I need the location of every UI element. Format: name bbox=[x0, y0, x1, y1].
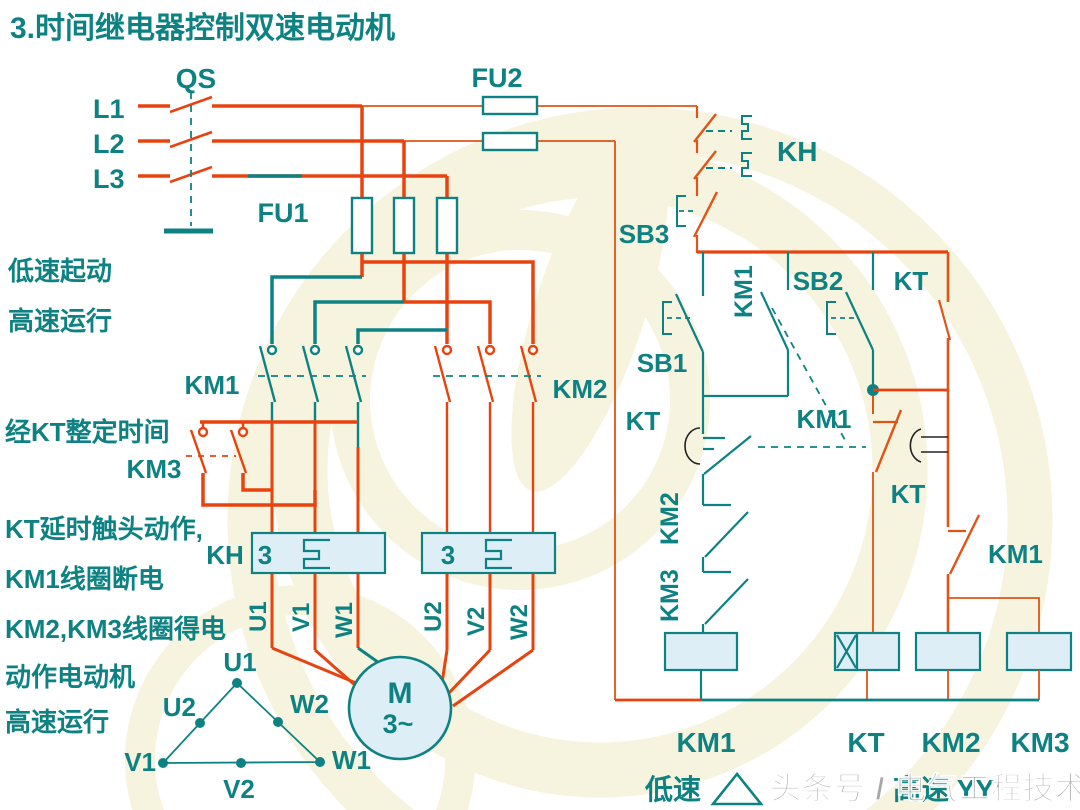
label-km1-aux: KM1 bbox=[730, 265, 758, 318]
labels: 3.时间继电器控制双速电动机 L1 L2 L3 QS FU2 FU1 KM1 K… bbox=[5, 12, 1080, 806]
delta-u2: U2 bbox=[163, 692, 196, 722]
label-l1: L1 bbox=[93, 94, 125, 124]
delta-v1: V1 bbox=[124, 747, 156, 777]
label-l3: L3 bbox=[93, 164, 125, 194]
branch-stubs bbox=[701, 252, 875, 296]
footer: 低速 高速 YY 头条号 / 电气工程技术 bbox=[644, 771, 1080, 807]
label-km1-power: KM1 bbox=[185, 370, 240, 400]
label-kt-branch1: KT bbox=[626, 406, 661, 436]
label-qs: QS bbox=[176, 63, 216, 94]
annotation-line: KM2,KM3线圈得电 bbox=[5, 614, 226, 644]
label-fu2: FU2 bbox=[471, 63, 522, 93]
kh-box2-count: 3 bbox=[441, 540, 455, 570]
page-title: 3.时间继电器控制双速电动机 bbox=[10, 12, 395, 45]
km3-coil bbox=[1005, 631, 1073, 672]
coil-label-km3: KM3 bbox=[1010, 727, 1069, 758]
label-kt-coil-branch: KT bbox=[891, 479, 926, 509]
kh-heater-boxes bbox=[250, 531, 557, 575]
crossover-wires bbox=[270, 260, 535, 344]
supply-line-stubs bbox=[138, 104, 170, 178]
coil-label-km1: KM1 bbox=[676, 727, 735, 758]
label-km2-power: KM2 bbox=[553, 374, 608, 404]
phase-lines bbox=[212, 104, 697, 178]
high-speed-label: 高速 YY bbox=[893, 774, 994, 805]
annotation-column: 低速起动 高速运行 经KT整定时间 KT延时触头动作, KM1线圈断电 KM2,… bbox=[5, 256, 226, 737]
annotation-line: KT延时触头动作, bbox=[5, 514, 203, 544]
km1-coil bbox=[663, 631, 739, 672]
sb2-button bbox=[826, 291, 875, 386]
kt-coil-branch bbox=[872, 396, 903, 633]
delta-w1: W1 bbox=[332, 745, 371, 775]
motor-phases: 3~ bbox=[383, 709, 414, 739]
km3-contacts bbox=[186, 420, 358, 507]
annotation-line: 动作电动机 bbox=[5, 662, 135, 692]
km1-coil-branch bbox=[684, 396, 752, 633]
annotation-line: 经KT整定时间 bbox=[5, 417, 170, 447]
km2-coil bbox=[914, 631, 982, 672]
fu1-fuse-symbols bbox=[350, 196, 459, 255]
kt-rail bbox=[937, 252, 1040, 633]
label-l2: L2 bbox=[93, 129, 125, 159]
watermark: 头条号 / 电气工程技术 bbox=[770, 771, 1080, 806]
qs-switch-symbol bbox=[164, 92, 213, 234]
annotation-line: 高速运行 bbox=[8, 306, 112, 336]
annotation-line: 低速起动 bbox=[7, 256, 112, 286]
background-swirls bbox=[125, 107, 1053, 810]
km1-main-contacts bbox=[258, 344, 366, 447]
motor-letter: M bbox=[388, 677, 413, 710]
label-km1-link: KM1 bbox=[797, 404, 852, 434]
label-km3-interlock: KM3 bbox=[656, 569, 684, 622]
sb1-start-button bbox=[662, 293, 705, 396]
kh-overload-contacts bbox=[693, 113, 752, 196]
coil-label-kt: KT bbox=[847, 727, 884, 758]
coil-label-km2: KM2 bbox=[921, 727, 980, 758]
kh-box1-count: 3 bbox=[258, 540, 272, 570]
label-kt-hold: KT bbox=[894, 266, 929, 296]
label-km1-interlock: KM1 bbox=[988, 539, 1043, 569]
power-circuit bbox=[138, 92, 697, 768]
terminal-w1: W1 bbox=[331, 602, 358, 638]
terminal-w2: W2 bbox=[506, 604, 533, 640]
kh-actuator-icon bbox=[741, 152, 752, 177]
delta-u1: U1 bbox=[223, 647, 256, 677]
label-fu1: FU1 bbox=[257, 198, 308, 228]
kt-delay-symbol-right bbox=[909, 428, 948, 463]
motor-symbol bbox=[347, 655, 453, 761]
label-kh-power: KH bbox=[206, 540, 244, 570]
terminal-v2: V2 bbox=[463, 607, 490, 636]
terminal-u1: U1 bbox=[245, 601, 272, 632]
label-km2-interlock: KM2 bbox=[656, 492, 684, 545]
delta-w2: W2 bbox=[290, 689, 329, 719]
sb3-stop-button bbox=[676, 191, 719, 253]
label-sb1: SB1 bbox=[637, 348, 688, 378]
control-circuit bbox=[614, 106, 1073, 702]
kt-coil bbox=[833, 631, 901, 672]
delta-connection-diagram bbox=[158, 678, 325, 768]
delta-v2: V2 bbox=[223, 774, 255, 804]
annotation-line: 高速运行 bbox=[5, 707, 109, 737]
km2-main-contacts bbox=[433, 344, 541, 533]
delta-icon bbox=[710, 771, 764, 806]
coils bbox=[663, 631, 1073, 672]
annotation-line: KM1线圈断电 bbox=[5, 564, 164, 594]
terminal-v1: V1 bbox=[288, 603, 315, 632]
kh-actuator-icon bbox=[741, 115, 752, 140]
fu2-fuse-symbols bbox=[481, 95, 539, 152]
low-speed-label: 低速 bbox=[644, 774, 701, 805]
label-sb3: SB3 bbox=[619, 219, 670, 249]
terminal-u2: U2 bbox=[420, 601, 447, 632]
label-kh-control: KH bbox=[777, 136, 817, 167]
km1-aux-contact bbox=[703, 291, 866, 448]
label-km3-power: KM3 bbox=[127, 454, 182, 484]
bottom-bus bbox=[615, 670, 1040, 702]
label-sb2: SB2 bbox=[793, 266, 844, 296]
